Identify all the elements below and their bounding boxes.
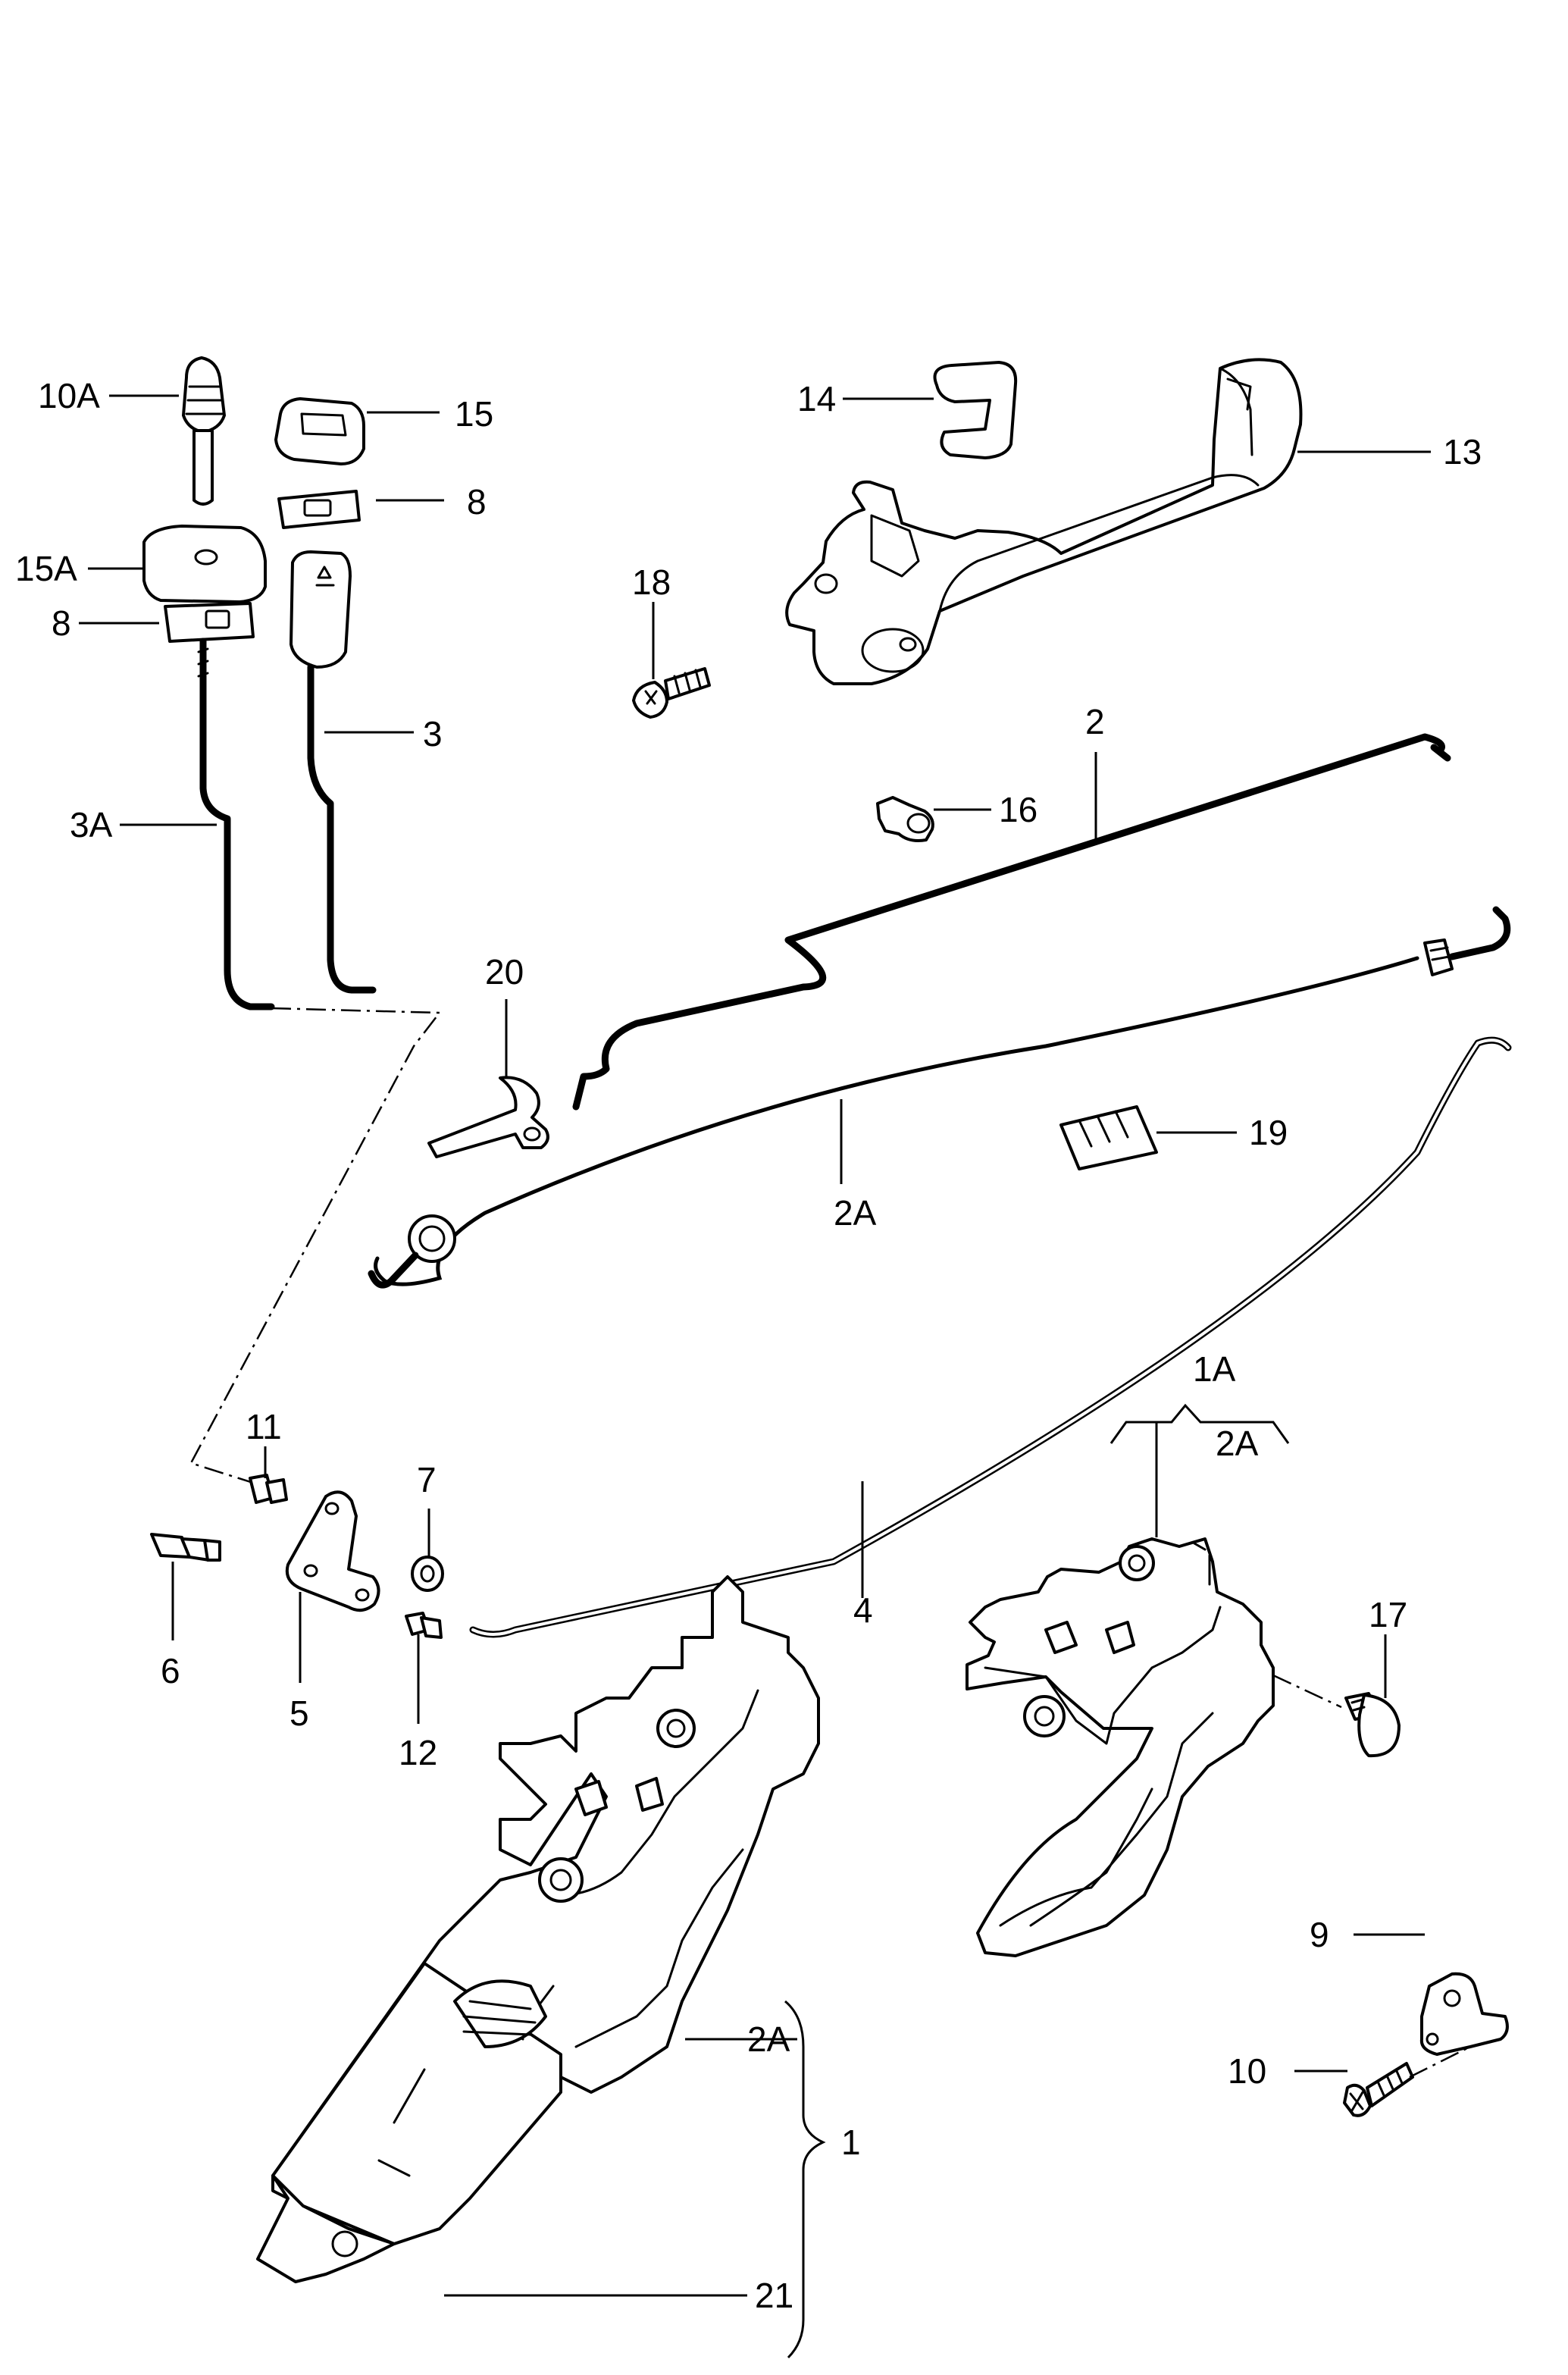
bracket-9 <box>1419 1972 1509 2056</box>
label-3: 3 <box>423 714 443 754</box>
lock-1 <box>256 1575 820 2283</box>
lever-20 <box>427 1076 549 1158</box>
label-10A: 10A <box>38 376 100 415</box>
bezel-15A <box>142 525 267 603</box>
label-17: 17 <box>1369 1595 1407 1634</box>
label-7: 7 <box>417 1460 437 1499</box>
rod-3 <box>290 550 377 994</box>
label-11: 11 <box>246 1407 282 1446</box>
outside-handle-13 <box>785 358 1303 685</box>
label-15: 15 <box>455 394 493 434</box>
label-4: 4 <box>853 1590 873 1630</box>
label-9: 9 <box>1310 1915 1329 1954</box>
bolt-18 <box>632 667 711 719</box>
label-2: 2 <box>1085 702 1105 741</box>
leader-lines <box>79 394 1431 2359</box>
lock-1A <box>966 1537 1275 1957</box>
linkage-line <box>189 1007 442 1486</box>
label-20: 20 <box>485 952 524 992</box>
label-8-right: 8 <box>467 482 487 522</box>
label-19: 19 <box>1249 1113 1288 1152</box>
label-12: 12 <box>399 1733 437 1772</box>
label-6: 6 <box>161 1651 180 1690</box>
label-2A-top: 2A <box>1216 1424 1259 1463</box>
part-labels: 10A 15 8 15A 8 3 3A 14 13 18 2 16 20 2A … <box>15 376 1482 2315</box>
label-2A-lock: 2A <box>747 2019 790 2059</box>
screw-10 <box>1343 2062 1414 2117</box>
axis-17 <box>1272 1674 1342 1709</box>
cable-2A <box>368 906 1511 1289</box>
insert-8-right <box>277 490 361 529</box>
label-18: 18 <box>632 562 671 602</box>
bezel-15 <box>274 397 365 465</box>
bolt-6 <box>150 1533 221 1562</box>
pin-11 <box>249 1474 288 1504</box>
label-1A: 1A <box>1193 1349 1236 1389</box>
bushing-7 <box>411 1556 444 1592</box>
clip-14 <box>933 361 1018 459</box>
label-10: 10 <box>1228 2051 1266 2091</box>
insert-8-left <box>164 602 255 643</box>
axis-9 <box>1409 2045 1471 2079</box>
rod-2 <box>572 733 1451 1111</box>
label-21: 21 <box>755 2276 793 2315</box>
label-1: 1 <box>841 2123 861 2162</box>
label-15A: 15A <box>15 549 77 588</box>
pin-12 <box>405 1612 443 1639</box>
label-3A: 3A <box>70 805 113 844</box>
bracket-5 <box>285 1490 380 1612</box>
label-8-left: 8 <box>52 603 71 643</box>
label-14: 14 <box>797 379 836 418</box>
pad-19 <box>1059 1105 1158 1170</box>
label-13: 13 <box>1443 432 1482 472</box>
rod-4 <box>469 1036 1512 1638</box>
bolt-17 <box>1344 1692 1401 1758</box>
lock-knob-10A <box>182 356 226 506</box>
label-16: 16 <box>999 790 1038 829</box>
grommet-16 <box>876 796 934 842</box>
label-2A-cable: 2A <box>834 1193 877 1233</box>
label-5: 5 <box>290 1694 309 1733</box>
rod-3A <box>197 638 275 1010</box>
